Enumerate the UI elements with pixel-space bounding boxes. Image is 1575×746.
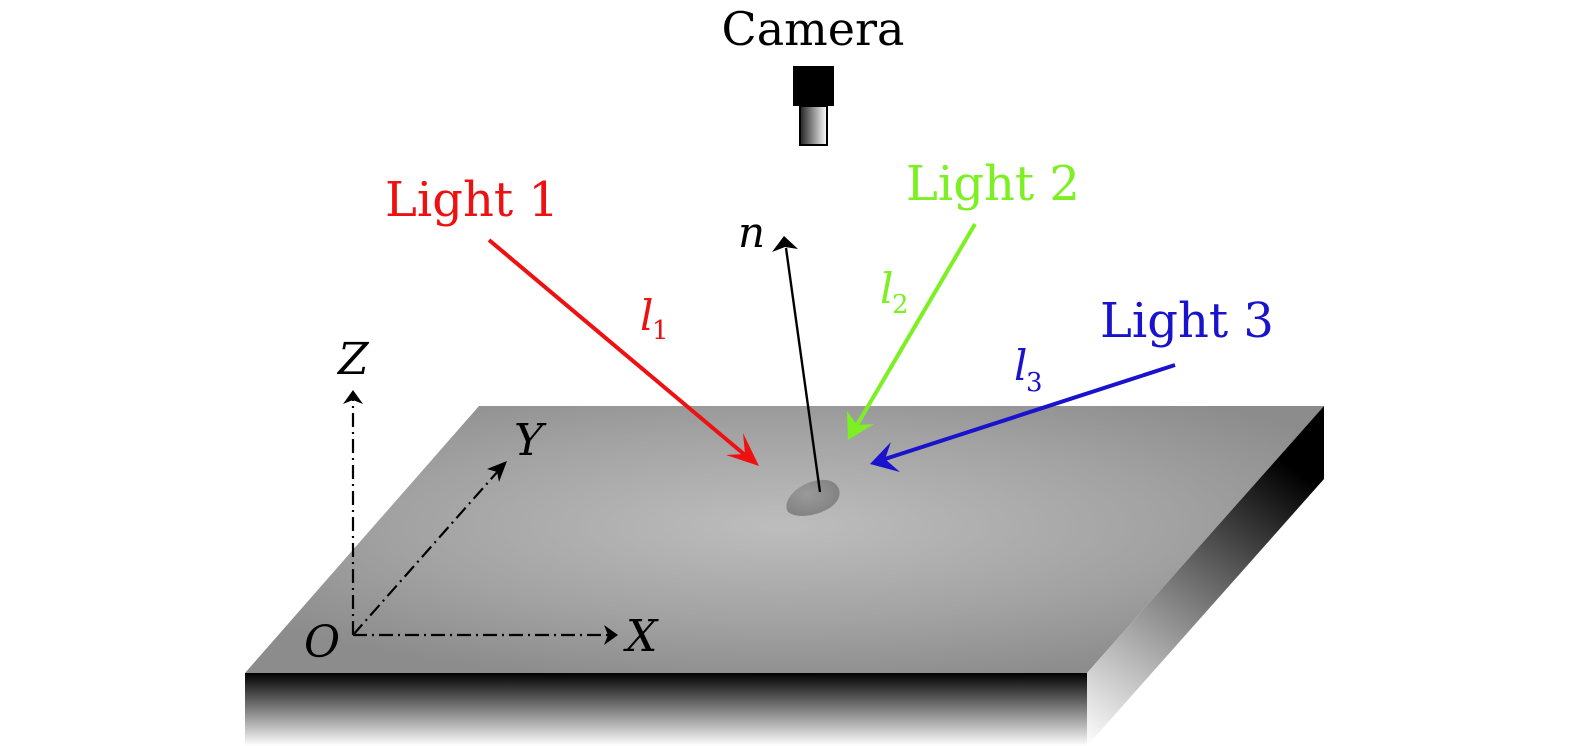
light-1-vector-symbol: l xyxy=(640,291,653,340)
camera-label: Camera xyxy=(722,2,905,56)
light-3-arrowhead xyxy=(870,442,900,472)
coordinate-axes xyxy=(343,390,618,645)
z-axis-label: Z xyxy=(336,334,370,385)
light-3-line xyxy=(884,363,1176,461)
light-2-vector xyxy=(847,222,977,440)
slab-side-face xyxy=(1087,406,1324,746)
light-1-vector xyxy=(487,238,759,466)
x-axis-label: X xyxy=(623,611,659,662)
light-1-vector-subscript: 1 xyxy=(652,316,669,346)
slab-front-face xyxy=(245,673,1087,746)
camera-body xyxy=(793,66,834,106)
light-2-line xyxy=(855,222,977,427)
y-axis-arrowhead xyxy=(487,461,507,482)
z-axis-arrowhead xyxy=(343,390,363,404)
light-2-vector-symbol: l xyxy=(880,264,893,313)
light-3-vector-subscript: 3 xyxy=(1026,368,1043,398)
light-2-arrowhead xyxy=(847,411,874,440)
light-2-vector-subscript: 2 xyxy=(892,290,909,320)
x-axis-arrowhead xyxy=(604,625,618,645)
camera-lens xyxy=(799,105,828,146)
light-3-vector-symbol: l xyxy=(1014,341,1027,390)
light-1-arrowhead xyxy=(726,433,759,466)
y-axis-label: Y xyxy=(514,415,547,466)
light-2-label: Light 2 xyxy=(906,156,1080,212)
light-3-label: Light 3 xyxy=(1100,293,1274,349)
normal-arrowhead xyxy=(772,236,798,252)
light-1-line xyxy=(487,238,747,457)
normal-line xyxy=(784,247,822,493)
light-3-vector xyxy=(870,363,1176,472)
origin-label: O xyxy=(304,617,340,668)
light-1-label: Light 1 xyxy=(385,172,559,228)
normal-vector xyxy=(772,236,822,493)
slab-top-face xyxy=(245,406,1324,673)
surface-bump xyxy=(786,479,840,516)
y-axis xyxy=(352,469,500,636)
camera-icon xyxy=(793,66,834,146)
surface-slab xyxy=(245,406,1324,746)
normal-label: n xyxy=(738,208,765,257)
